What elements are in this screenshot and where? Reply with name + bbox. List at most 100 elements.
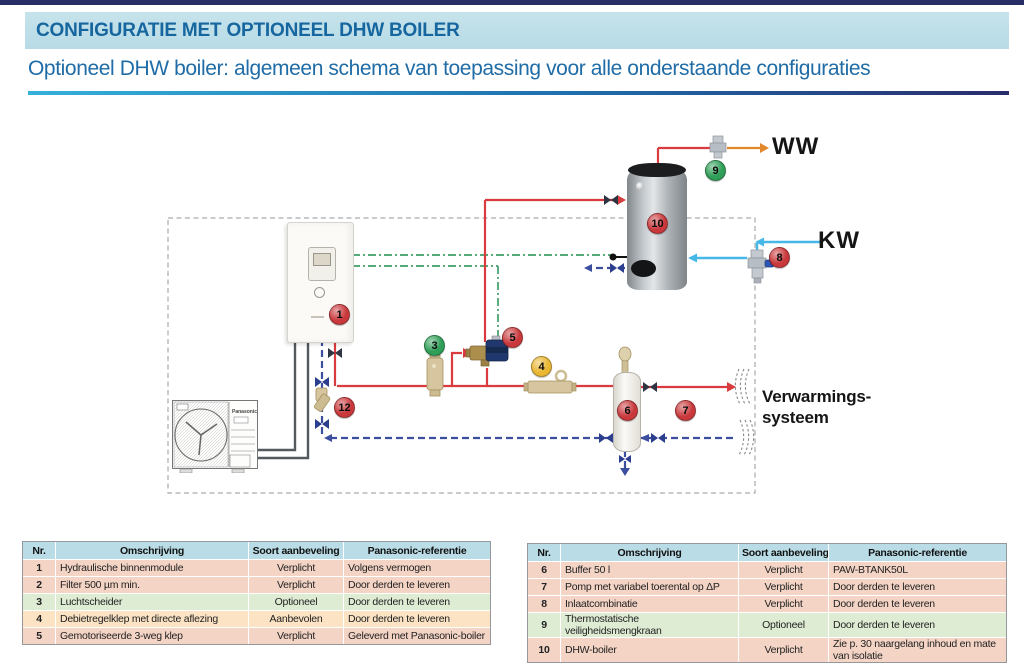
flow-arrow [727,382,736,392]
signal-wire-valve [352,265,499,342]
cell-referentie: Door derden te leveren [829,579,1006,596]
cell-omschrijving: Thermostatische veiligheidsmengkraan [561,613,739,639]
tank-flange [631,260,656,277]
cell-soort: Verplicht [739,562,829,579]
outdoor-unit: Panasonic [172,400,258,473]
column-header: Panasonic-referentie [829,544,1006,562]
heating-system-label-line2: systeem [762,408,829,427]
cell-soort: Verplicht [739,638,829,663]
column-header: Omschrijving [561,544,739,562]
cell-referentie: Door derden te leveren [829,596,1006,613]
display [313,253,331,266]
indoor-hydraulic-module [287,222,354,343]
flow-arrow [760,143,769,153]
supply-riser [450,351,462,386]
flow-arrow [755,237,764,247]
cell-soort: Optioneel [249,594,344,611]
column-header: Panasonic-referentie [344,542,490,560]
cell-omschrijving: Hydraulische binnenmodule [56,560,249,577]
cell-nr: 8 [528,596,561,613]
marker-9: 9 [705,160,726,181]
column-header: Nr. [528,544,561,562]
cell-nr: 4 [23,611,56,628]
valve-icon [315,377,329,387]
tank-top-pipe [656,146,711,163]
flow-arrow [584,264,592,272]
heating-system-label: Verwarmings- systeem [762,386,871,428]
cell-omschrijving: Luchtscheider [56,594,249,611]
valve-icon [643,382,657,392]
cell-nr: 5 [23,628,56,644]
page-top-bar [0,0,1024,5]
cell-referentie: Door derden te leveren [344,577,490,594]
cell-nr: 1 [23,560,56,577]
cell-referentie: PAW-BTANK50L [829,562,1006,579]
valve-icon [599,433,613,443]
valve-icon [651,433,665,443]
marker-10: 10 [647,213,668,234]
section-title: CONFIGURATIE MET OPTIONEEL DHW BOILER [36,19,460,41]
cell-soort: Verplicht [249,560,344,577]
marker-6: 6 [617,400,638,421]
outdoor-brand-label: Panasonic [232,409,257,415]
cell-referentie: Door derden te leveren [829,613,1006,639]
column-header: Nr. [23,542,56,560]
tank-top-cap [628,163,686,177]
cell-omschrijving: Pomp met variabel toerental op ΔP [561,579,739,596]
cell-soort: Verplicht [249,628,344,644]
air-separator [426,350,444,397]
cell-omschrijving: Gemotoriseerde 3-weg klep [56,628,249,644]
kw-label: KW [818,227,860,254]
air-vent [618,346,632,374]
cell-referentie: Geleverd met Panasonic-boiler [348,629,485,642]
valve-icon [315,419,329,429]
cell-nr: 10 [528,638,561,663]
marker-8: 8 [769,247,790,268]
cell-nr: 6 [528,562,561,579]
cell-omschrijving: Filter 500 µm min. [56,577,249,594]
tank-supply-pipe [483,198,616,342]
cell-soort: Verplicht [739,579,829,596]
refrigerant-pipe [258,342,310,460]
cell-omschrijving: Inlaatcombinatie [561,596,739,613]
marker-4: 4 [531,356,552,377]
section-banner: CONFIGURATIE MET OPTIONEEL DHW BOILER [25,12,1009,49]
flow-arrow [617,195,626,205]
column-header: Soort aanbeveling [249,542,344,560]
column-header: Soort aanbeveling [739,544,829,562]
cell-nr: 9 [528,613,561,639]
cell-referentie: Door derden te leveren [344,594,490,611]
hydraulic-schematic: Panasonic 1 12 3 5 4 6 7 8 [0,100,1024,530]
valve-icon [619,455,631,463]
pipe-break-marks [734,368,755,456]
valve-icon [610,263,624,273]
cell-soort: Verplicht [739,596,829,613]
heating-system-label-line1: Verwarmings- [762,387,872,406]
ww-label: WW [772,133,820,160]
cell-omschrijving: Buffer 50 l [561,562,739,579]
cell-referentie: Volgens vermogen [344,560,490,577]
mixing-valve [709,135,727,159]
drain-arrow [620,468,630,476]
cell-referentie: Door derden te leveren [344,611,490,628]
marker-12: 12 [334,397,355,418]
control-panel [308,247,336,281]
cell-referentie: Zie p. 30 naargelang inhoud en mate van … [833,638,996,663]
cell-omschrijving: Debietregelklep met directe aflezing [56,611,249,628]
cell-nr: 2 [23,577,56,594]
schematic-pipes [167,135,820,494]
cell-nr: 7 [528,579,561,596]
valve-icon [328,348,342,358]
